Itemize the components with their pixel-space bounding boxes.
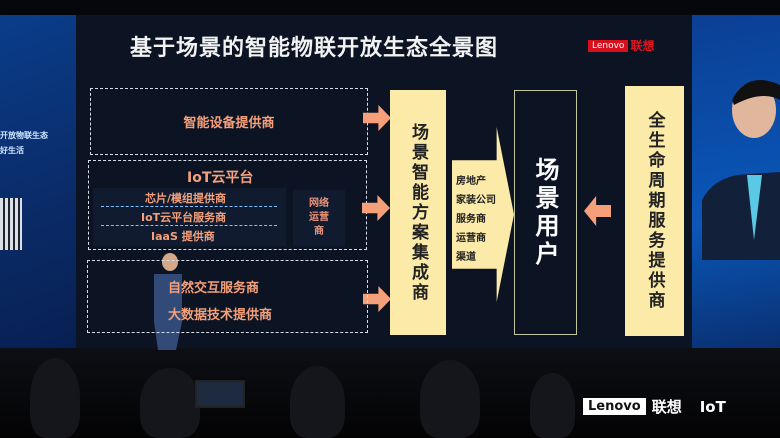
iot-cloud-item: IaaS 提供商 [151, 230, 215, 243]
network-operator-box: 网络运营商 [293, 190, 345, 246]
iot-cloud-item: IoT云平台服务商 [141, 211, 227, 224]
channel-item: 服务商 [456, 214, 486, 225]
phone-screen [195, 380, 245, 408]
audience-member [290, 366, 345, 438]
iot-cloud-box: IoT云平台 芯片/模组提供商 IoT云平台服务商 IaaS 提供商 网络运营商 [88, 160, 367, 250]
network-operator-label: 网络运营商 [309, 198, 329, 237]
presenter-figure [154, 253, 182, 350]
lifecycle-label: 全生命周期服务提供商 [644, 111, 665, 311]
channel-item: 运营商 [456, 233, 486, 244]
service-item: 大数据技术提供商 [168, 308, 273, 323]
iot-cloud-item: 芯片/模组提供商 [145, 192, 227, 205]
venue-logo-iot: IoT [699, 397, 726, 416]
divider [101, 206, 277, 207]
integrator-box: 场景智能方案集成商 [390, 90, 446, 335]
lifecycle-box: 全生命周期服务提供商 [625, 86, 684, 336]
lenovo-logo-en: Lenovo [588, 39, 629, 52]
channels-list: 房地产 家装公司 服务商 运营商 渠道 [456, 172, 496, 267]
audience-member [530, 373, 575, 438]
audience-area [0, 348, 780, 438]
qr-code [0, 198, 22, 250]
audience-member [420, 360, 480, 438]
right-side-screen [692, 15, 780, 350]
venue-logo-en: Lenovo [583, 398, 646, 415]
iot-cloud-title: IoT云平台 [187, 170, 254, 186]
venue-logo-cn: 联想 [651, 398, 682, 416]
left-screen-text: 好生活 [0, 146, 24, 155]
integrator-label: 场景智能方案集成商 [408, 122, 428, 303]
audience-member [140, 368, 200, 438]
lenovo-logo: Lenovo 联想 [588, 37, 654, 54]
venue-logo: Lenovo 联想 IoT [583, 396, 726, 417]
slide-title: 基于场景的智能物联开放生态全景图 [130, 36, 499, 61]
audience-member [30, 358, 80, 438]
services-box: 自然交互服务商 大数据技术提供商 [87, 260, 368, 333]
device-provider-box: 智能设备提供商 [90, 88, 368, 155]
left-screen-text: 开放物联生态 [0, 131, 48, 140]
device-provider-label: 智能设备提供商 [183, 116, 275, 131]
service-item: 自然交互服务商 [168, 281, 260, 296]
divider [101, 225, 277, 226]
iot-cloud-items: 芯片/模组提供商 IoT云平台服务商 IaaS 提供商 [93, 188, 286, 246]
speaker-portrait [702, 80, 780, 260]
left-side-screen: 开放物联生态 好生活 [0, 15, 76, 350]
scene-users-box: 场景用户 [514, 90, 577, 335]
channel-item: 家装公司 [456, 195, 496, 206]
scene-users-label: 场景用户 [531, 156, 559, 269]
channel-item: 房地产 [456, 176, 486, 187]
channel-item: 渠道 [456, 252, 476, 263]
lenovo-logo-cn: 联想 [630, 39, 655, 53]
